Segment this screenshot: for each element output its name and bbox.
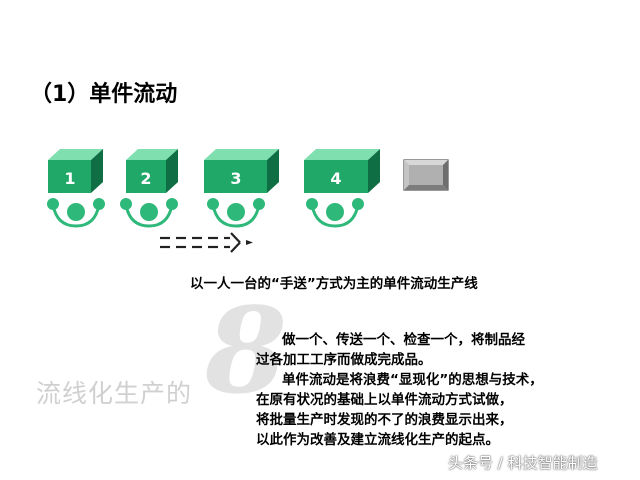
diagram-caption: 以一人一台的“手送”方式为主的单件流动生产线 (190, 276, 478, 292)
station-4-worker-icon (306, 198, 364, 228)
station-1: 1 (47, 149, 105, 228)
station-1-box-side (91, 149, 103, 193)
station-3-box-side (267, 149, 279, 193)
station-1-worker-icon (47, 198, 105, 228)
source-credit: 头条号 / 科技智能制造 (448, 454, 598, 472)
description-line-1: 做一个、传送一个、检查一个，将制品经 (282, 332, 525, 348)
station-2-label: 2 (140, 169, 151, 188)
finished-product-icon (403, 159, 449, 191)
station-2-worker-icon (120, 198, 178, 228)
description-line-4: 在原有状况的基础上以单件流动方式试做， (256, 392, 513, 408)
description-line-3: 单件流动是将浪费“显现化”的思想与技术， (282, 372, 543, 388)
station-1-label: 1 (64, 169, 75, 188)
station-4-box-side (368, 149, 380, 193)
station-4-box-front (304, 160, 368, 193)
station-3: 3 (204, 149, 279, 228)
description-block: 做一个、传送一个、检查一个，将制品经 过各加工工序而做成完成品。 单件流动是将浪… (256, 330, 543, 450)
watermark-number: 8 (205, 281, 288, 420)
station-4: 4 (304, 149, 380, 228)
station-1-box-top (48, 149, 103, 160)
station-3-worker-icon (207, 198, 265, 228)
description-line-5: 将批量生产时发现的不了的浪费显示出来， (256, 412, 513, 428)
station-4-box-top (304, 149, 380, 160)
station-2-box-top (126, 149, 178, 160)
watermark-text: 流线化生产的 (36, 379, 193, 408)
station-4-label: 4 (330, 169, 341, 188)
description-line-2: 过各加工工序而做成完成品。 (256, 352, 432, 368)
station-2-box-side (166, 149, 178, 193)
description-line-6: 以此作为改善及建立流线化生产的起点。 (256, 432, 499, 448)
station-3-label: 3 (230, 169, 241, 188)
station-2: 2 (120, 149, 178, 228)
station-3-box-top (204, 149, 279, 160)
station-2-box-front (126, 160, 166, 193)
flow-direction-arrow-icon (160, 232, 253, 253)
station-3-box-front (204, 160, 267, 193)
station-1-box-front (48, 160, 91, 193)
page-title: （1）单件流动 (30, 82, 178, 107)
